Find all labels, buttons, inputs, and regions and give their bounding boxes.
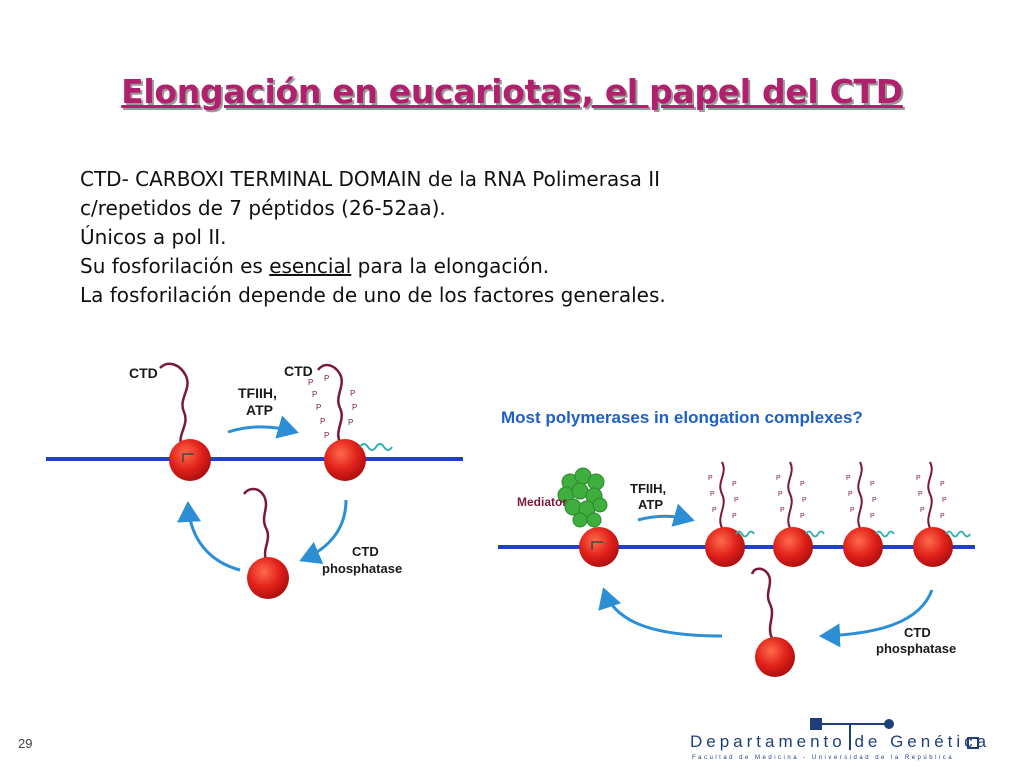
right-elongating-polymerase-4: P P P P P P [913,461,971,567]
left-polymerase-1 [169,439,211,481]
right-elongating-polymerase-3: P P P P P P [843,461,895,567]
left-tfiih-label: TFIIH, [238,385,277,401]
logo-end-square-icon [967,737,979,749]
left-dephosphorylation-arrow [299,499,348,564]
svg-text:P: P [940,481,945,488]
left-rna-transcript [359,443,393,451]
left-p-3: P [312,390,317,399]
svg-text:P: P [920,507,925,514]
right-polymerase-initial [579,527,619,567]
svg-text:P: P [942,497,947,504]
left-p-5: P [316,403,321,412]
left-polymerase-3 [247,557,289,599]
svg-text:P: P [916,475,921,482]
left-ctd-tail-3 [242,487,270,561]
svg-text:P: P [732,513,737,520]
right-ctd-tail-recycled [750,567,774,639]
right-phosphorylation-arrow [637,503,695,527]
slide-title: Elongación en eucariotas, el papel del C… [121,72,903,111]
right-tss-mark [591,541,603,550]
right-heading: Most polymerases in elongation complexes… [501,408,863,427]
text-line-5: La fosforilación depende de uno de los f… [80,283,666,307]
svg-text:P: P [802,497,807,504]
svg-text:P: P [870,513,875,520]
right-elongating-polymerase-2: P P P P P P [773,461,825,567]
right-elongating-polymerase-1: P P P P P P [705,461,755,567]
right-phosphatase-label-2: phosphatase [876,641,956,656]
left-phosphatase-label-1: CTD [352,544,379,559]
logo-department-text: Departamento de Genética [690,732,990,751]
svg-text:P: P [940,513,945,520]
right-phosphatase-label-1: CTD [904,625,931,640]
right-dephosphorylation-arrow [819,589,934,648]
slide-number: 29 [18,736,33,751]
left-ctd-tail-2 [317,363,343,443]
text-line-4: Su fosforilación es esencial para la elo… [80,252,666,281]
right-atp-label: ATP [638,497,663,512]
left-p-4: P [350,389,355,398]
svg-text:P: P [708,475,713,482]
left-tss-mark-1 [182,453,194,462]
svg-text:P: P [780,507,785,514]
svg-text:P: P [800,481,805,488]
svg-text:P: P [776,475,781,482]
svg-text:P: P [870,481,875,488]
left-p-9: P [324,431,329,440]
logo-subtitle-text: Facultad de Medicina - Universidad de la… [692,755,954,761]
left-p-8: P [348,418,353,427]
left-phosphatase-label-2: phosphatase [322,561,402,576]
right-recycle-arrow [598,587,723,638]
left-diagram: CTD TFIIH, ATP P P P P P P P P P CTD CTD… [46,362,463,599]
text-line-4-post: para la elongación. [351,254,550,278]
logo-dot-icon [884,719,894,729]
svg-text:P: P [848,491,853,498]
logo-square-icon [810,718,822,730]
right-mediator-complex [557,467,608,528]
body-text: CTD- CARBOXI TERMINAL DOMAIN de la RNA P… [80,165,666,310]
left-ctd-tail-1 [159,362,189,449]
left-polymerase-2 [324,439,366,481]
svg-text:P: P [872,497,877,504]
left-p-6: P [352,403,357,412]
left-recycle-arrow [177,501,241,572]
text-line-2: c/repetidos de 7 péptidos (26-52aa). [80,196,446,220]
text-line-1: CTD- CARBOXI TERMINAL DOMAIN de la RNA P… [80,167,661,191]
left-p-1: P [308,378,313,387]
right-polymerase-recycled [755,637,795,677]
svg-text:P: P [850,507,855,514]
svg-text:P: P [800,513,805,520]
left-p-7: P [320,417,325,426]
right-diagram: Most polymerases in elongation complexes… [498,408,975,677]
left-p-2: P [324,374,329,383]
svg-text:P: P [734,497,739,504]
text-line-3: Únicos a pol II. [80,225,227,249]
left-phosphorylation-arrow [227,415,299,439]
left-ctd-label-2: CTD [284,363,313,379]
text-line-4-underlined: esencial [269,254,352,278]
svg-text:P: P [846,475,851,482]
svg-text:P: P [710,491,715,498]
svg-text:P: P [712,507,717,514]
svg-text:P: P [732,481,737,488]
right-tfiih-label: TFIIH, [630,481,666,496]
svg-text:P: P [918,491,923,498]
right-mediator-label: Mediator [517,495,567,509]
left-atp-label: ATP [246,402,273,418]
left-phosphate-group: P P P P P P P P P [308,374,357,440]
svg-text:P: P [778,491,783,498]
department-logo: Departamento de Genética Facultad de Med… [690,718,990,761]
left-ctd-label-1: CTD [129,365,158,381]
text-line-4-pre: Su fosforilación es [80,254,270,278]
